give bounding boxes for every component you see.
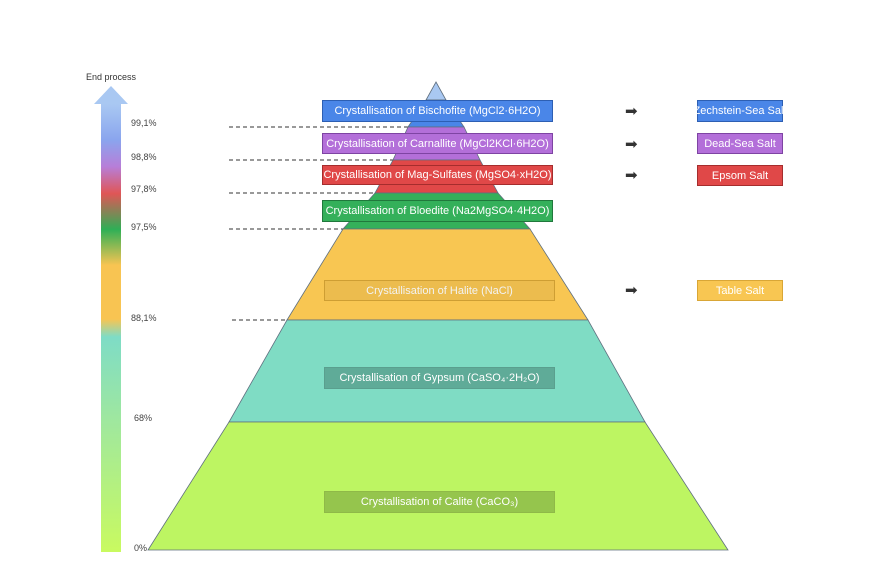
scale-tick-label: 98,8% <box>131 152 157 162</box>
scale-tick-label: 88,1% <box>131 313 157 323</box>
product-dead-sea-salt: Dead-Sea Salt <box>697 133 783 154</box>
scale-tick-label: 97,5% <box>131 222 157 232</box>
stage-label-gypsum: Crystallisation of Gypsum (CaSO₄·2H₂O) <box>324 367 555 389</box>
stage-label-halite: Crystallisation of Halite (NaCl) <box>324 280 555 301</box>
product-table-salt: Table Salt <box>697 280 783 301</box>
product-epsom-salt: Epsom Salt <box>697 165 783 186</box>
right-arrow-icon: ➡ <box>625 281 638 299</box>
layer-halite <box>286 228 589 321</box>
scale-tick-label: 68% <box>134 413 153 423</box>
stage-label-calite: Crystallisation of Calite (CaCO₃) <box>324 491 555 513</box>
right-arrow-icon: ➡ <box>625 102 638 120</box>
scale-arrow-tip <box>94 86 128 104</box>
pyramid-apex <box>425 81 447 101</box>
scale-bar <box>101 104 121 552</box>
product-zechstein-sea-salt: Zechstein-Sea Salt <box>694 100 786 122</box>
stage-label-mag-sulfates: Crystallisation of Mag-Sulfates (MgSO4·x… <box>322 165 553 185</box>
scale-tick-label: 0% <box>134 543 148 553</box>
stage-label-carnallite: Crystallisation of Carnallite (MgCl2KCl·… <box>322 133 553 154</box>
layer-calite <box>147 421 729 551</box>
right-arrow-icon: ➡ <box>625 166 638 184</box>
scale-tick-label: 97,8% <box>131 184 157 194</box>
scale-title: End process <box>86 72 137 82</box>
stage-label-bischofite: Crystallisation of Bischofite (MgCl2·6H2… <box>322 100 553 122</box>
right-arrow-icon: ➡ <box>625 135 638 153</box>
scale-tick-label: 99,1% <box>131 118 157 128</box>
stage-label-bloedite: Crystallisation of Bloedite (Na2MgSO4·4H… <box>322 200 553 222</box>
